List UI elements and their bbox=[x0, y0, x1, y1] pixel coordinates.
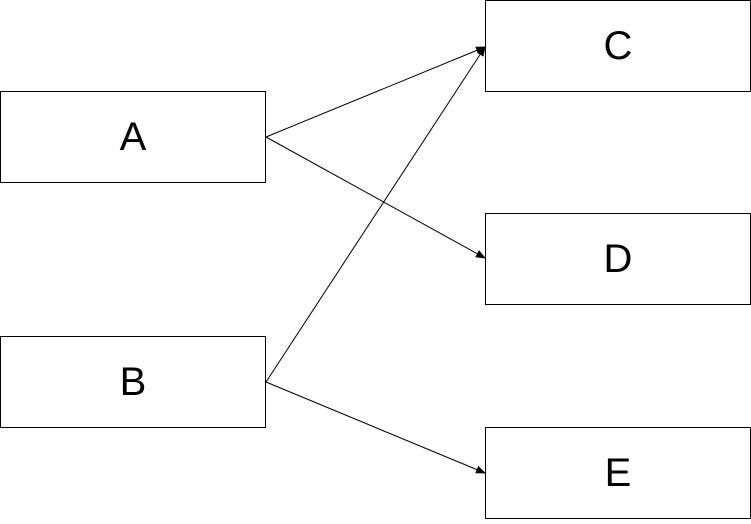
node-a-label: A bbox=[119, 114, 147, 159]
edge-b-to-e bbox=[265, 381, 486, 474]
node-d: D bbox=[485, 213, 751, 305]
node-c: C bbox=[485, 0, 751, 92]
node-a: A bbox=[0, 91, 266, 183]
node-e: E bbox=[485, 427, 751, 519]
node-e-label: E bbox=[604, 450, 632, 495]
node-d-label: D bbox=[603, 236, 633, 281]
node-b: B bbox=[0, 336, 266, 428]
edge-b-to-c bbox=[265, 46, 486, 383]
edge-a-to-c bbox=[265, 46, 486, 138]
edge-a-to-d bbox=[265, 136, 486, 259]
node-b-label: B bbox=[119, 359, 147, 404]
node-c-label: C bbox=[603, 23, 633, 68]
